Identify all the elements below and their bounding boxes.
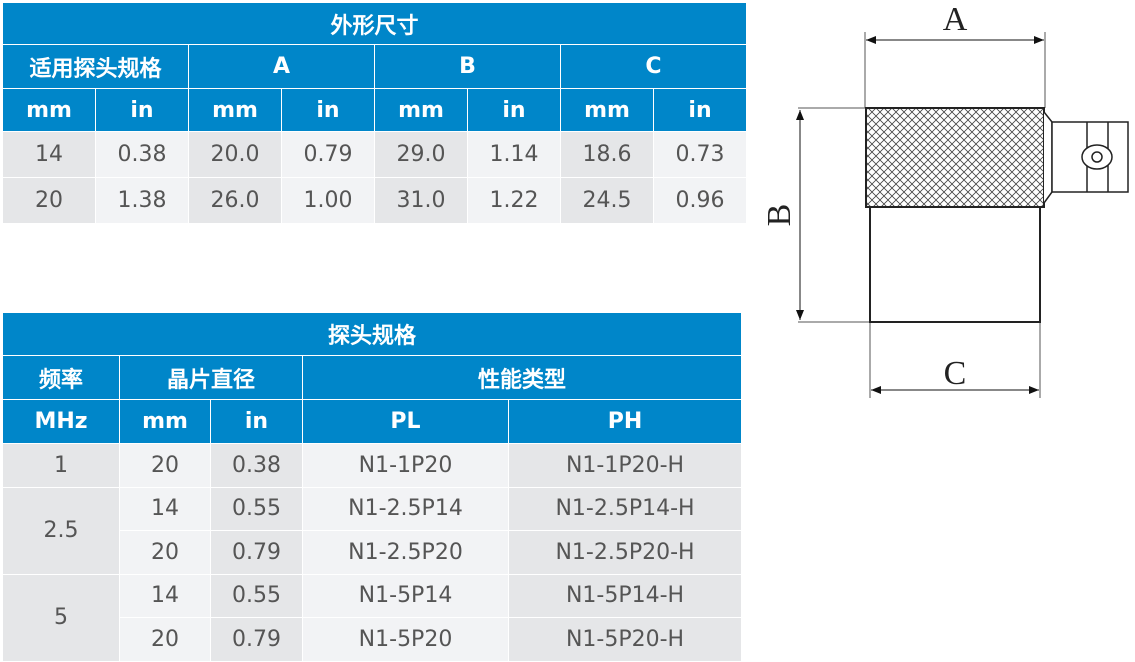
freq-cell: 1: [2, 443, 120, 488]
ph-cell: N1-5P20-H: [507, 617, 743, 662]
unit-header: PH: [507, 399, 743, 444]
unit-header: in: [467, 88, 561, 132]
mm-cell: 20: [119, 443, 211, 488]
table-row: 5 14 0.55 N1-5P14 N1-5P14-H: [2, 573, 743, 662]
data-cell: 24.5: [560, 177, 654, 224]
pl-cell: N1-5P14: [302, 573, 509, 618]
unit-header: in: [210, 399, 303, 444]
group-header: C: [559, 44, 748, 89]
pl-cell: N1-2.5P20: [302, 530, 509, 575]
in-cell: 0.38: [210, 443, 303, 488]
table-title: 探头规格: [1, 312, 743, 356]
mm-cell: 20: [119, 617, 211, 662]
probe-dimension-diagram: A B C: [761, 1, 1129, 398]
group-header: A: [188, 44, 375, 89]
dimension-arrows: [796, 36, 1044, 394]
ph-cell: N1-2.5P14-H: [507, 486, 743, 531]
unit-header: in: [652, 88, 748, 132]
table-title: 外形尺寸: [1, 2, 748, 45]
unit-header: mm: [374, 88, 468, 132]
knurled-housing: [865, 107, 1045, 208]
unit-header: mm: [119, 399, 211, 444]
freq-cell: 2.5: [2, 486, 120, 575]
ph-cell: N1-2.5P20-H: [507, 530, 743, 575]
data-cell: 0.79: [281, 131, 375, 178]
unit-header: in: [95, 88, 189, 132]
ph-cell: N1-5P14-H: [507, 573, 743, 618]
data-cell: 20.0: [188, 131, 282, 178]
data-cell: 29.0: [374, 131, 468, 178]
data-cell: 1.14: [467, 131, 561, 178]
in-cell: 0.55: [210, 573, 303, 618]
label-b: B: [761, 204, 798, 227]
data-cell: 1.22: [467, 177, 561, 224]
data-cell: 18.6: [560, 131, 654, 178]
pl-cell: N1-2.5P14: [302, 486, 509, 531]
in-cell: 0.79: [210, 617, 303, 662]
ph-cell: N1-1P20-H: [507, 443, 743, 488]
table-row: 2.5 14 0.55 N1-2.5P14 N1-2.5P14-H: [2, 486, 743, 575]
data-cell: 1.38: [95, 177, 189, 224]
data-cell: 0.96: [652, 177, 748, 224]
data-cell: 20: [2, 177, 96, 224]
unit-header: PL: [302, 399, 509, 444]
in-cell: 0.55: [210, 486, 303, 531]
data-cell: 1.00: [281, 177, 375, 224]
group-header: 频率: [2, 355, 120, 400]
data-cell: 0.73: [652, 131, 748, 178]
label-c: C: [944, 355, 967, 392]
unit-header: mm: [560, 88, 654, 132]
pl-cell: N1-5P20: [302, 617, 509, 662]
in-cell: 0.79: [210, 530, 303, 575]
unit-header: MHz: [2, 399, 120, 444]
group-header: B: [374, 44, 561, 89]
table-row: 20 0.79 N1-5P20 N1-5P20-H: [3, 617, 743, 662]
data-cell: 0.38: [95, 131, 189, 178]
table-row: 20 0.79 N1-2.5P20 N1-2.5P20-H: [3, 530, 743, 575]
freq-cell: 5: [2, 573, 120, 662]
data-cell: 14: [2, 131, 96, 178]
connector-pin: [1091, 151, 1103, 163]
probe-spec-table: 探头规格 频率 晶片直径 性能类型 MHz mm in PL PH 1 20 0…: [1, 312, 743, 662]
mm-cell: 14: [119, 573, 211, 618]
label-a: A: [943, 1, 968, 38]
mm-cell: 20: [119, 530, 211, 575]
unit-header: mm: [2, 88, 96, 132]
group-header: 性能类型: [301, 355, 743, 400]
group-header: 晶片直径: [119, 355, 303, 400]
mm-cell: 14: [119, 486, 211, 531]
pl-cell: N1-1P20: [302, 443, 509, 488]
unit-header: mm: [188, 88, 282, 132]
data-cell: 26.0: [188, 177, 282, 224]
unit-header: in: [281, 88, 375, 132]
data-cell: 31.0: [374, 177, 468, 224]
table-row: 1 20 0.38 N1-1P20 N1-1P20-H: [2, 443, 743, 488]
probe-body: [869, 206, 1041, 323]
group-header: 适用探头规格: [2, 44, 189, 89]
